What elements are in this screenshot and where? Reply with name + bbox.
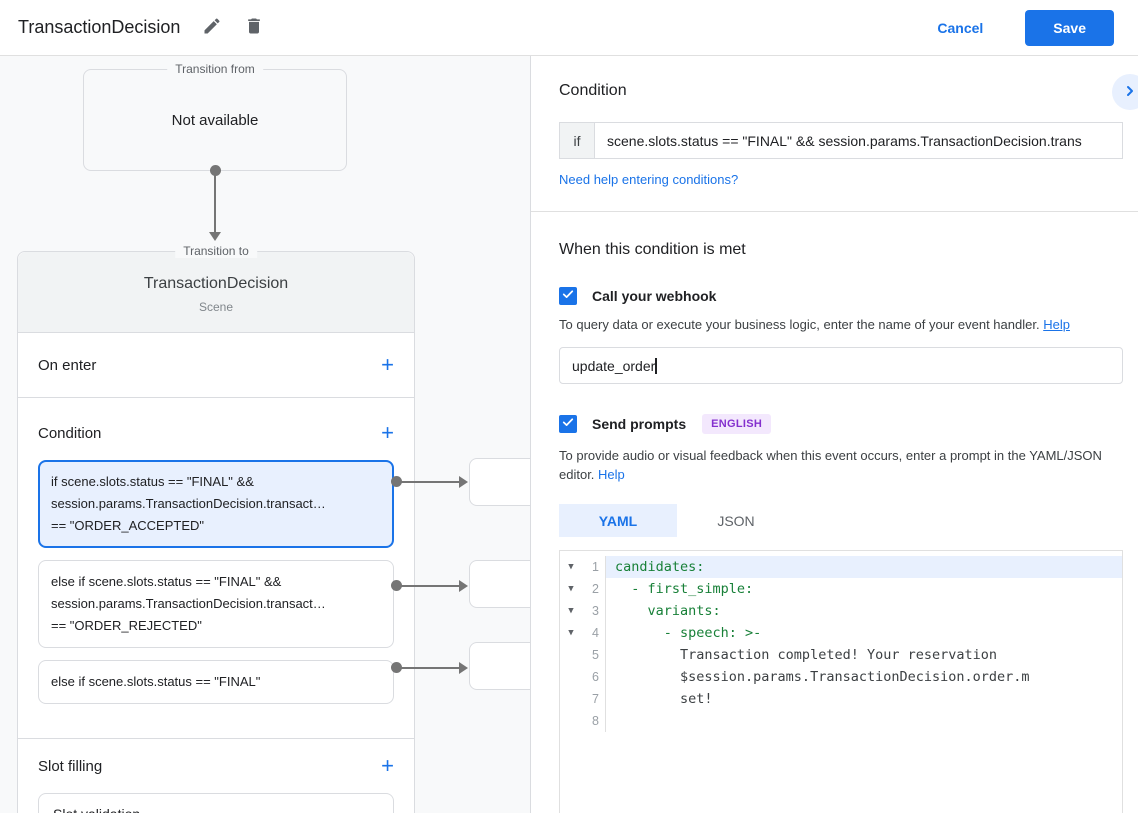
transition-from-legend: Transition from — [167, 62, 263, 76]
delete-button[interactable] — [244, 16, 264, 39]
add-condition-button[interactable]: + — [381, 420, 394, 445]
transition-target-node[interactable] — [469, 642, 530, 690]
scene-name: TransactionDecision — [143, 275, 289, 292]
page-title: TransactionDecision — [18, 17, 181, 37]
arrow-right-icon — [459, 579, 468, 592]
collapse-panel-button[interactable] — [1112, 74, 1138, 110]
editor-format-tabs: YAML JSON — [559, 504, 1123, 537]
on-enter-section: On enter + — [18, 333, 414, 398]
condition-detail-panel: Condition if scene.slots.status == "FINA… — [531, 56, 1138, 813]
add-slot-button[interactable]: + — [381, 753, 394, 778]
editor-line: ▼ 4 - speech: >- — [560, 622, 1122, 644]
fold-icon[interactable]: ▼ — [568, 584, 574, 594]
condition-section-label: Condition — [38, 424, 102, 442]
arrow-down-icon — [209, 232, 221, 241]
send-prompts-checkbox[interactable] — [559, 415, 577, 433]
editor-line: 5 Transaction completed! Your reservatio… — [560, 644, 1122, 666]
webhook-checkbox[interactable] — [559, 287, 577, 305]
prompts-description: To provide audio or visual feedback when… — [559, 448, 1102, 482]
editor-line: ▼ 2 - first_simple: — [560, 578, 1122, 600]
checkmark-icon — [561, 415, 575, 434]
tab-yaml[interactable]: YAML — [559, 504, 677, 537]
save-button[interactable]: Save — [1025, 9, 1114, 46]
panel-title: Condition — [559, 82, 627, 99]
connector-dot[interactable] — [391, 476, 402, 487]
connector-line — [400, 584, 460, 587]
on-enter-label: On enter — [38, 356, 97, 374]
slot-validation-item[interactable]: Slot validation — [38, 793, 394, 813]
text-cursor — [655, 357, 657, 374]
prompts-help-link[interactable]: Help — [598, 467, 625, 482]
yaml-editor[interactable]: ▼ 1 candidates: ▼ 2 - first_simple: ▼ 3 … — [559, 550, 1123, 813]
pencil-icon — [202, 16, 222, 39]
add-on-enter-button[interactable]: + — [381, 352, 394, 377]
connector-dot[interactable] — [391, 662, 402, 673]
send-prompts-label: Send prompts — [592, 416, 687, 432]
scene-type-label: Scene — [198, 300, 234, 314]
connector-line — [214, 174, 216, 232]
webhook-handler-input[interactable]: update_order — [559, 347, 1123, 384]
chevron-right-icon — [1122, 83, 1138, 102]
webhook-description: To query data or execute your business l… — [559, 317, 1070, 332]
editor-line: ▼ 3 variants: — [560, 600, 1122, 622]
fold-icon[interactable]: ▼ — [568, 628, 574, 638]
editor-line: 7 set! — [560, 688, 1122, 710]
condition-section: Condition + if scene.slots.status == "FI… — [18, 398, 414, 739]
transition-target-node[interactable] — [469, 458, 530, 506]
connector-dot[interactable] — [391, 580, 402, 591]
tab-json[interactable]: JSON — [717, 512, 755, 529]
editor-line: 8 — [560, 710, 1122, 732]
checkmark-icon — [561, 287, 575, 306]
editor-line: 6 $session.params.TransactionDecision.or… — [560, 666, 1122, 688]
webhook-help-link[interactable]: Help — [1043, 317, 1070, 332]
transition-to-legend: Transition to — [175, 244, 257, 258]
arrow-right-icon — [459, 475, 468, 488]
editor-line: ▼ 1 candidates: — [560, 556, 1122, 578]
slot-filling-section: Slot filling + Slot validation — [18, 739, 414, 813]
transition-to-card: Transition to TransactionDecision Scene … — [17, 244, 415, 813]
arrow-right-icon — [459, 661, 468, 674]
scene-header: TransactionDecision Scene — [18, 252, 414, 333]
connector-line — [400, 480, 460, 483]
transition-from-content: Not available — [171, 111, 259, 129]
edit-button[interactable] — [202, 16, 222, 39]
condition-expression-input[interactable]: scene.slots.status == "FINAL" && session… — [595, 122, 1123, 159]
connector-dot[interactable] — [210, 165, 221, 176]
slot-filling-label: Slot filling — [38, 757, 103, 775]
conditions-help-link[interactable]: Need help entering conditions? — [559, 172, 739, 187]
condition-card-rejected[interactable]: else if scene.slots.status == "FINAL" &&… — [38, 560, 394, 648]
transition-from-box: Transition from Not available — [83, 62, 347, 171]
fold-icon[interactable]: ▼ — [568, 562, 574, 572]
when-condition-title: When this condition is met — [559, 241, 746, 258]
scene-flow-canvas: Transition from Not available Transition… — [0, 56, 531, 813]
cancel-button[interactable]: Cancel — [937, 19, 984, 36]
condition-card-accepted[interactable]: if scene.slots.status == "FINAL" && sess… — [38, 460, 394, 548]
language-badge: ENGLISH — [702, 414, 772, 434]
webhook-label: Call your webhook — [592, 288, 717, 304]
send-prompts-row: Send prompts ENGLISH — [559, 414, 1123, 434]
condition-expression-field: if scene.slots.status == "FINAL" && sess… — [559, 122, 1123, 159]
trash-icon — [244, 16, 264, 39]
transition-target-node[interactable] — [469, 560, 530, 608]
app-header: TransactionDecision Cancel Save — [0, 0, 1138, 56]
webhook-option-row: Call your webhook — [559, 287, 1123, 305]
connector-line — [400, 666, 460, 669]
condition-card-final[interactable]: else if scene.slots.status == "FINAL" — [38, 660, 394, 704]
fold-icon[interactable]: ▼ — [568, 606, 574, 616]
if-prefix-label: if — [559, 122, 595, 159]
panel-divider — [531, 211, 1138, 212]
